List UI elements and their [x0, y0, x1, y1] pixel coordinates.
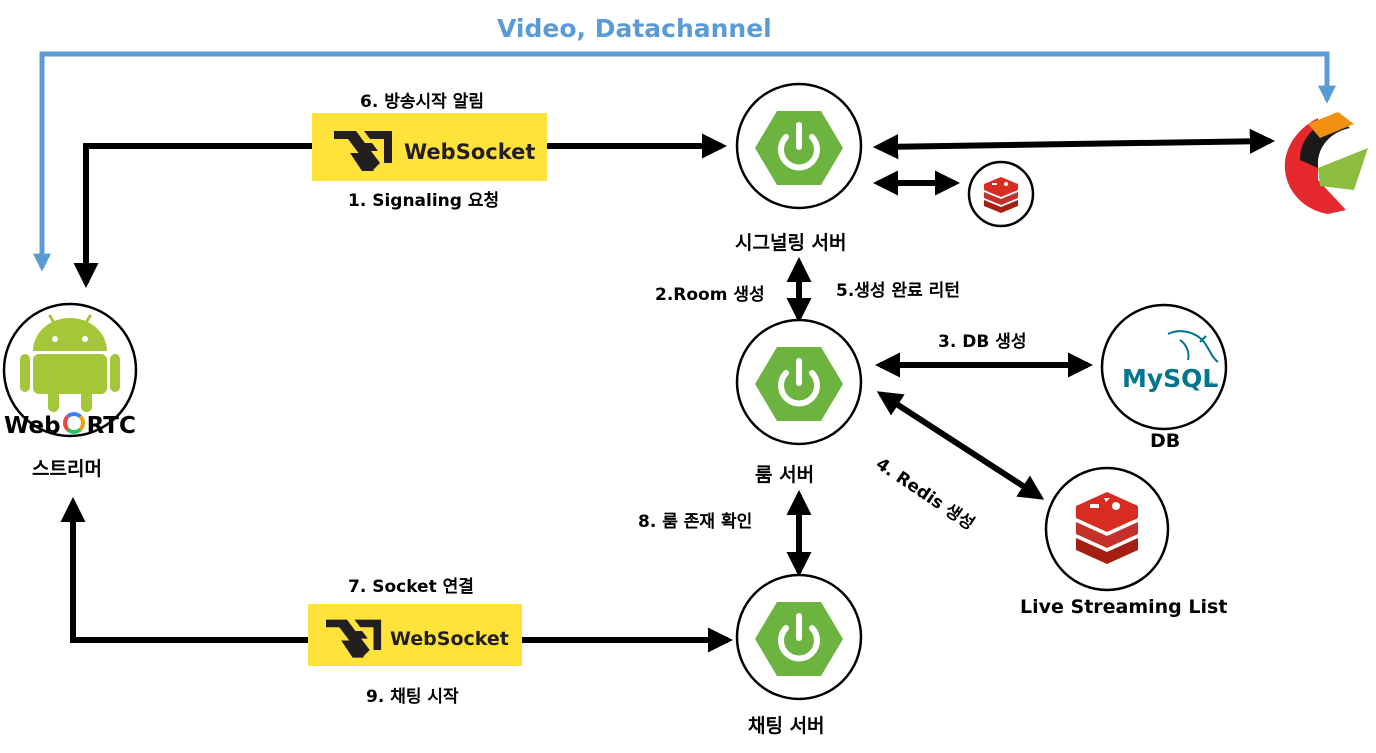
video-datachannel-title: Video, Datachannel	[497, 14, 772, 43]
webrtc-ring-icon	[62, 412, 85, 434]
spring-power-icon	[755, 347, 843, 421]
edge-label-room-create: 2.Room 생성	[655, 285, 765, 305]
edge-label-socket-connect: 7. Socket 연결	[348, 577, 474, 597]
websocket-logo-icon	[334, 131, 392, 171]
node-label-live-streaming-list: Live Streaming List	[1020, 596, 1228, 618]
live-streaming-redis-node	[1044, 466, 1170, 592]
signaling-redis-node	[967, 160, 1035, 228]
chat-server-node	[735, 573, 863, 701]
websocket-badge-signaling: WebSocket	[312, 113, 547, 181]
redis-icon	[984, 177, 1018, 213]
edge-label-broadcast-start-notify: 6. 방송시작 알림	[360, 92, 484, 112]
signaling-to-media-server-connector	[872, 128, 1276, 160]
node-label-room-server: 룸 서버	[755, 464, 815, 486]
websocket-label: WebSocket	[404, 140, 535, 164]
spring-power-icon	[755, 602, 843, 676]
websocket-logo-icon	[326, 619, 382, 658]
edge-label-signaling-request: 1. Signaling 요청	[348, 191, 500, 211]
websocket-label: WebSocket	[390, 628, 509, 650]
websocket-badge-chat: WebSocket	[308, 604, 522, 666]
webrtc-logo: Web RTC	[4, 412, 136, 439]
webrtc-text-left: Web	[4, 413, 61, 439]
node-label-streamer: 스트리머	[32, 458, 102, 480]
db-node: MySQL TM	[1100, 303, 1228, 431]
edge-label-room-exists-check: 8. 룸 존재 확인	[638, 512, 753, 532]
mysql-dolphin-icon	[1167, 330, 1219, 363]
edge-label-chat-start: 9. 채팅 시작	[366, 687, 459, 707]
webrtc-text-right: RTC	[86, 413, 136, 439]
android-icon	[20, 314, 120, 412]
room-to-live-redis-connector	[876, 391, 1045, 500]
video-datachannel-connector	[33, 51, 1336, 272]
edge-label-db-create: 3. DB 생성	[938, 332, 1027, 352]
mysql-tm-mark: TM	[1203, 381, 1213, 388]
spring-power-icon	[755, 111, 843, 185]
edge-label-create-complete-return: 5.생성 완료 리턴	[836, 281, 960, 301]
room-server-node	[735, 318, 863, 446]
node-label-signaling-server: 시그널링 서버	[735, 232, 847, 254]
mysql-label: MySQL	[1122, 364, 1218, 393]
signaling-server-node	[735, 82, 863, 210]
node-label-chat-server: 채팅 서버	[748, 715, 825, 737]
redis-icon	[1076, 492, 1138, 564]
media-server-icon	[1284, 112, 1368, 214]
streamer-node	[2, 302, 138, 438]
node-label-db: DB	[1150, 430, 1181, 452]
